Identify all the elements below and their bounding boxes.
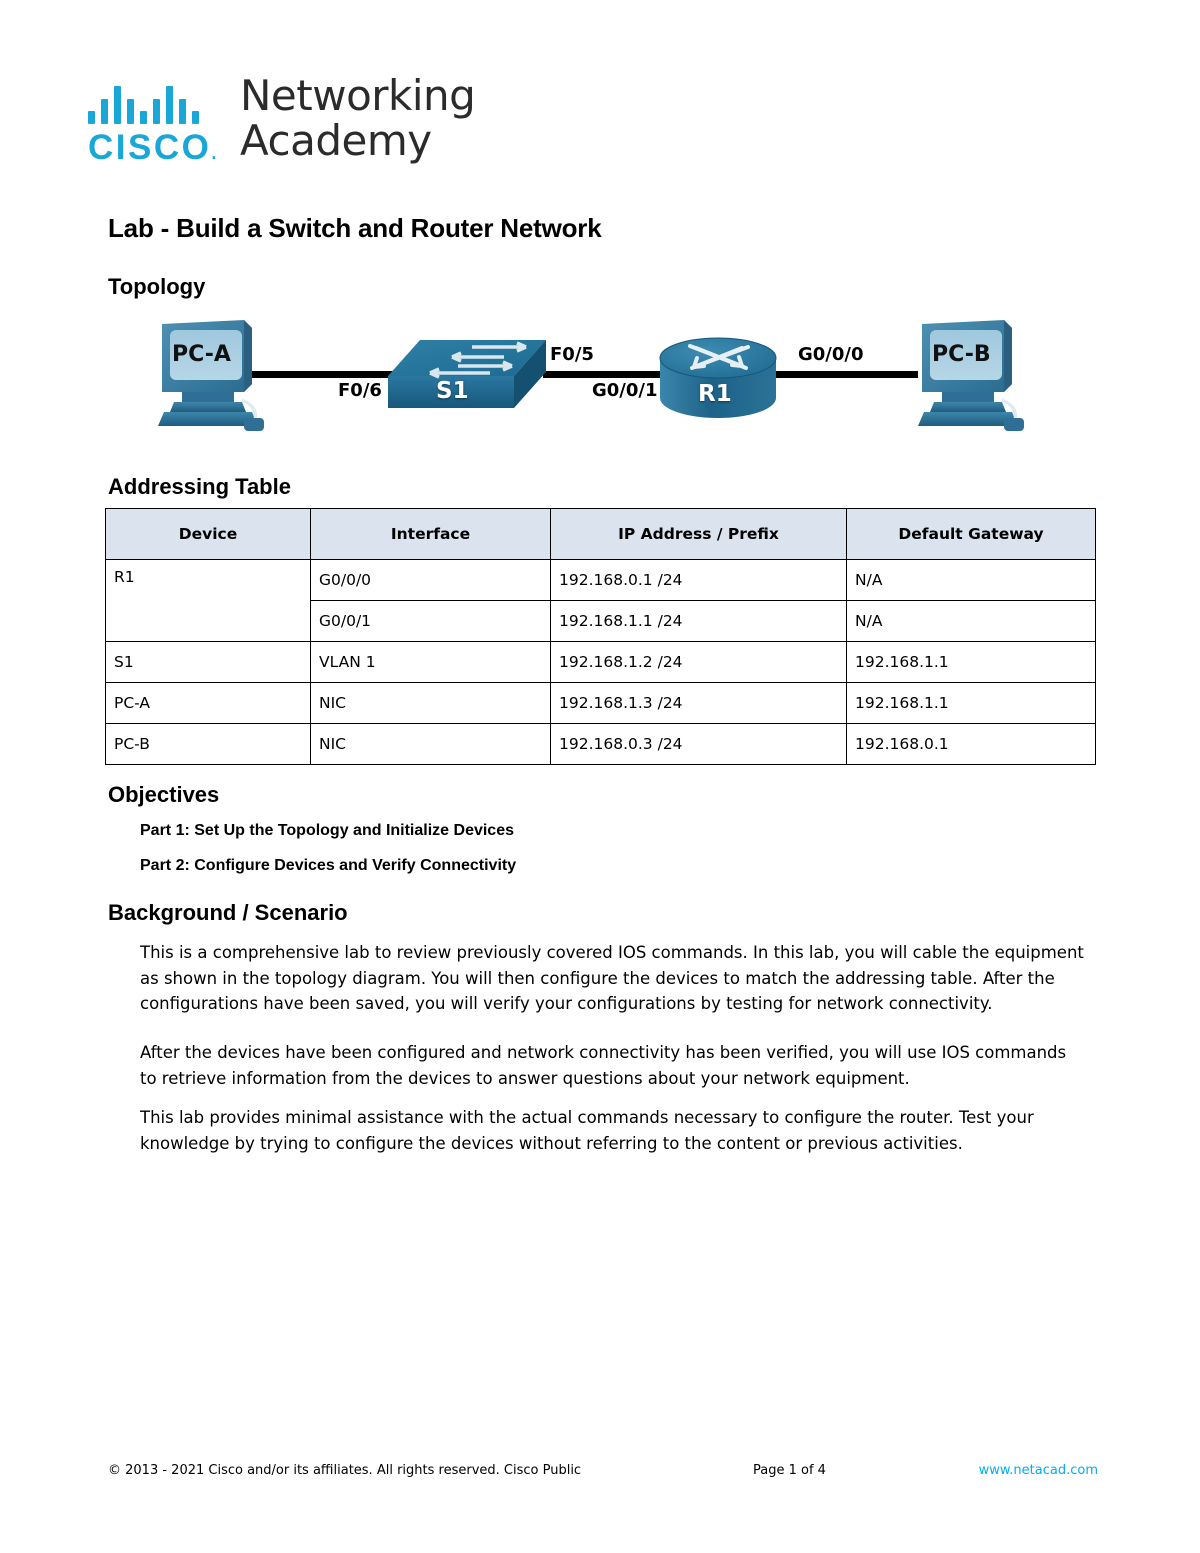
cell-gateway: 192.168.1.1 <box>846 682 1096 724</box>
cell-interface: VLAN 1 <box>310 641 551 683</box>
cell-device: PC-A <box>105 682 311 724</box>
cell-device: S1 <box>105 641 311 683</box>
interface-label-f0-5: F0/5 <box>548 344 596 365</box>
page-title: Lab - Build a Switch and Router Network <box>108 213 602 243</box>
cell-ip: 192.168.0.3 /24 <box>550 723 847 765</box>
link-r1-pcb <box>773 371 918 378</box>
cisco-wordmark-text: CISCO <box>88 128 212 167</box>
cisco-wordmark-dot: . <box>211 143 219 163</box>
footer-page-number: Page 1 of 4 <box>753 1463 826 1478</box>
interface-label-f0-6: F0/6 <box>336 380 384 401</box>
cell-interface: NIC <box>310 682 551 724</box>
cell-ip: 192.168.0.1 /24 <box>550 559 847 601</box>
table-row: R1 G0/0/0 192.168.0.1 /24 N/A <box>105 559 1096 642</box>
table-row: PC-B NIC 192.168.0.3 /24 192.168.0.1 <box>105 723 1096 765</box>
section-heading-addressing-table: Addressing Table <box>108 474 291 499</box>
interface-label-g0-0-1: G0/0/1 <box>590 380 660 401</box>
logo-line-academy: Academy <box>240 115 432 165</box>
device-pc-b: PC-B <box>908 316 1028 436</box>
device-pc-a: PC-A <box>148 316 268 436</box>
link-s1-r1 <box>543 371 668 378</box>
table-header-row: Device Interface IP Address / Prefix Def… <box>105 508 1096 560</box>
background-paragraph-3: This lab provides minimal assistance wit… <box>140 1108 1034 1153</box>
cell-device: R1 <box>105 559 311 642</box>
footer-netacad-link[interactable]: www.netacad.com <box>978 1463 1098 1478</box>
background-paragraph-1: This is a comprehensive lab to review pr… <box>140 943 1084 1013</box>
cell-ip: 192.168.1.3 /24 <box>550 682 847 724</box>
addressing-table: Device Interface IP Address / Prefix Def… <box>105 508 1096 765</box>
table-header-interface: Interface <box>310 508 551 560</box>
objective-part-1: Part 1: Set Up the Topology and Initiali… <box>140 822 514 839</box>
page-footer: © 2013 - 2021 Cisco and/or its affiliate… <box>108 1463 1098 1485</box>
objective-part-2: Part 2: Configure Devices and Verify Con… <box>140 857 517 874</box>
link-pca-s1 <box>228 371 428 378</box>
table-header-gateway: Default Gateway <box>846 508 1096 560</box>
cisco-wordmark: CISCO. <box>88 130 219 165</box>
section-heading-topology: Topology <box>108 274 206 299</box>
cell-interface: NIC <box>310 723 551 765</box>
cell-ip: 192.168.1.2 /24 <box>550 641 847 683</box>
table-row: PC-A NIC 192.168.1.3 /24 192.168.1.1 <box>105 682 1096 724</box>
cell-interface: G0/0/0 <box>310 559 551 601</box>
academy-wordmark: Networking Academy <box>240 71 476 165</box>
section-heading-objectives: Objectives <box>108 782 220 807</box>
section-heading-background: Background / Scenario <box>108 900 348 925</box>
cell-interface: G0/0/1 <box>310 600 551 642</box>
table-row: S1 VLAN 1 192.168.1.2 /24 192.168.1.1 <box>105 641 1096 683</box>
cell-gateway: N/A <box>846 600 1096 642</box>
logo-line-networking: Networking <box>240 71 476 120</box>
cell-device: PC-B <box>105 723 311 765</box>
footer-copyright: © 2013 - 2021 Cisco and/or its affiliate… <box>108 1463 582 1478</box>
cell-gateway: 192.168.1.1 <box>846 641 1096 683</box>
table-header-device: Device <box>105 508 311 560</box>
cisco-bars-icon <box>88 84 238 124</box>
interface-label-g0-0-0: G0/0/0 <box>796 344 866 365</box>
cell-gateway: N/A <box>846 559 1096 601</box>
device-r1-router: R1 <box>656 336 781 422</box>
table-header-ip: IP Address / Prefix <box>550 508 847 560</box>
topology-diagram: PC-A S1 <box>108 308 1088 458</box>
table-row: G0/0/1 192.168.1.1 /24 N/A <box>106 600 1096 642</box>
cell-gateway: 192.168.0.1 <box>846 723 1096 765</box>
background-paragraph-2: After the devices have been configured a… <box>140 1043 1067 1088</box>
device-s1-switch: S1 <box>386 336 551 418</box>
cisco-networking-academy-logo: CISCO. Networking Academy <box>88 73 508 178</box>
cell-ip: 192.168.1.1 /24 <box>550 600 847 642</box>
